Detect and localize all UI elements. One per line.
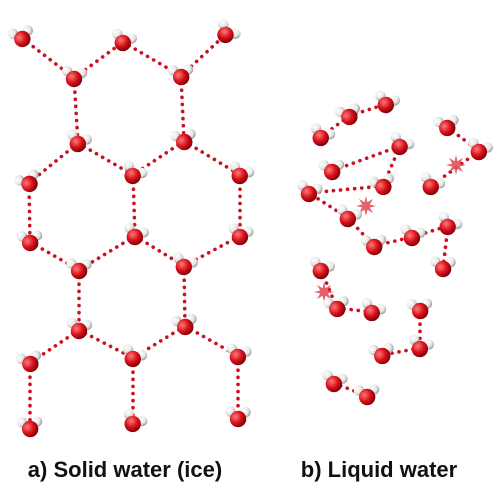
caption-solid-water: a) Solid water (ice) [27, 457, 223, 482]
water-molecule [297, 180, 323, 203]
hydrogen-bond [28, 240, 81, 272]
hydrogen-bond [179, 74, 186, 143]
hydrogen-bond [77, 328, 135, 360]
water-molecule [16, 416, 43, 438]
water-molecule [217, 19, 241, 44]
broken-bond-markers [314, 155, 466, 302]
water-molecule [173, 252, 198, 276]
water-molecule [430, 256, 456, 278]
broken-bond-icon [314, 282, 334, 302]
liquid-molecules [297, 90, 493, 406]
water-molecule [7, 25, 34, 48]
water-molecule [433, 114, 459, 137]
water-molecule [375, 90, 400, 114]
water-molecule [368, 173, 395, 196]
water-molecule [14, 169, 39, 193]
water-molecule [409, 334, 434, 358]
broken-bond-icon [356, 196, 376, 216]
water-molecule [226, 343, 252, 366]
water-molecule [66, 317, 93, 340]
hydrogen-bond [330, 144, 402, 173]
water-molecule [353, 384, 380, 406]
water-molecule [15, 350, 42, 373]
water-molecule [225, 406, 251, 428]
water-molecule [318, 159, 345, 181]
water-molecule [322, 370, 348, 393]
water-molecule [112, 28, 137, 52]
hydrogen-bond [72, 40, 125, 80]
hydrogen-bond [179, 32, 228, 78]
water-molecule [390, 131, 415, 156]
water-molecule [122, 344, 148, 368]
water-molecule [406, 298, 433, 320]
water-molecule [468, 137, 493, 161]
water-molecule [438, 211, 463, 236]
water-molecule [229, 161, 255, 185]
water-molecule [16, 230, 43, 252]
water-molecule [337, 204, 362, 228]
water-molecule [67, 129, 92, 153]
water-molecule [167, 64, 194, 86]
water-molecule [228, 223, 254, 246]
water-molecule [123, 408, 148, 433]
hydrogen-bond [27, 181, 32, 244]
broken-bond-icon [446, 155, 466, 175]
water-molecule [360, 234, 387, 256]
water-molecule [61, 65, 88, 88]
water-molecule [66, 258, 92, 280]
water-molecule [420, 172, 446, 196]
water-molecule [124, 222, 149, 246]
water-molecule [310, 123, 336, 147]
water-molecule [400, 224, 426, 247]
water-molecule [170, 128, 196, 151]
water-molecule [368, 342, 394, 365]
water-molecule [323, 295, 349, 318]
hydrogen-bond [131, 173, 137, 238]
water-molecule [310, 256, 335, 280]
water-molecule [123, 160, 148, 185]
hydrogen-bond [307, 184, 385, 195]
caption-liquid-water: b) Liquid water [300, 457, 458, 482]
water-molecule [334, 103, 361, 126]
water-molecule [361, 298, 387, 322]
hydrogen-bond [133, 234, 186, 268]
ice-molecules [7, 19, 255, 438]
hydrogen-bond [182, 264, 187, 328]
water-molecule [171, 313, 197, 336]
hydrogen-bond [76, 141, 135, 177]
